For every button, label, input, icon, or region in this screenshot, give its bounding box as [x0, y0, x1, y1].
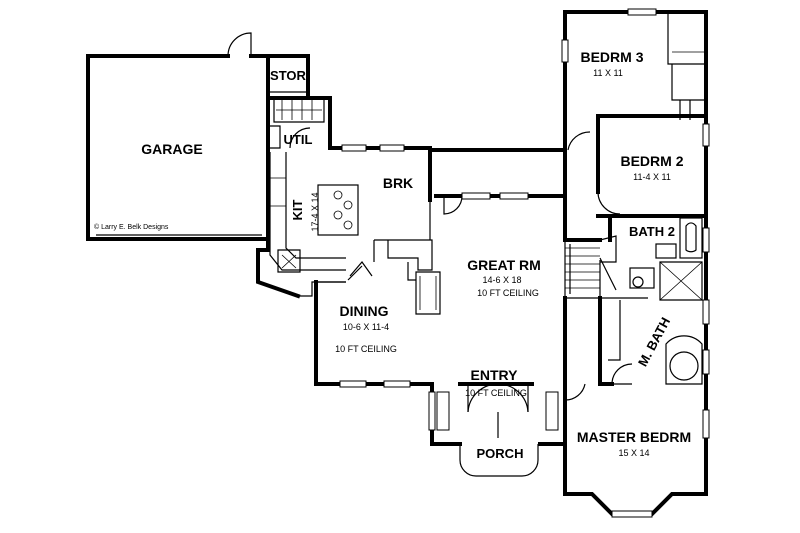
kitchen-label: KIT — [290, 199, 305, 220]
garage-walls — [86, 32, 310, 241]
great-room-ceiling: 10 FT CEILING — [477, 288, 539, 298]
master-bedroom-label: MASTER BEDRM — [577, 429, 691, 445]
bedroom3-dimensions: 11 X 11 — [593, 68, 623, 78]
master-bedroom-dimensions: 15 X 14 — [618, 448, 649, 458]
bath2-walls — [599, 214, 710, 292]
master-bedroom-walls — [563, 382, 710, 518]
fireplace — [373, 239, 441, 315]
bedroom3-walls — [561, 8, 708, 152]
great-room-walls — [429, 194, 567, 386]
dining-walls — [314, 261, 434, 388]
utility-label: UTIL — [284, 132, 313, 147]
bedroom3-label: BEDRM 3 — [580, 49, 643, 65]
bath2-label: BATH 2 — [629, 224, 675, 239]
kitchen-walls — [256, 96, 359, 299]
dining-dimensions: 10-6 X 11-4 — [343, 322, 389, 332]
dining-label: DINING — [340, 303, 389, 319]
bedroom2-dimensions: 11-4 X 11 — [633, 172, 671, 182]
breakfast-walls — [328, 144, 567, 215]
bedroom2-walls — [596, 114, 710, 218]
stairs — [563, 238, 648, 299]
copyright-text: © Larry E. Belk Designs — [94, 223, 169, 231]
breakfast-label: BRK — [383, 175, 413, 191]
dining-ceiling: 10 FT CEILING — [335, 344, 397, 354]
entry-label: ENTRY — [471, 367, 519, 383]
great-room-dimensions: 14-6 X 18 — [482, 275, 521, 285]
porch-label: PORCH — [477, 446, 524, 461]
storage-label: STOR — [270, 68, 306, 83]
bedroom2-label: BEDRM 2 — [620, 153, 683, 169]
garage-label: GARAGE — [141, 141, 202, 157]
great-room-label: GREAT RM — [467, 257, 541, 273]
kitchen-dimensions: 17-4 X 14 — [310, 192, 320, 231]
entry-ceiling: 10 FT CEILING — [465, 388, 527, 398]
